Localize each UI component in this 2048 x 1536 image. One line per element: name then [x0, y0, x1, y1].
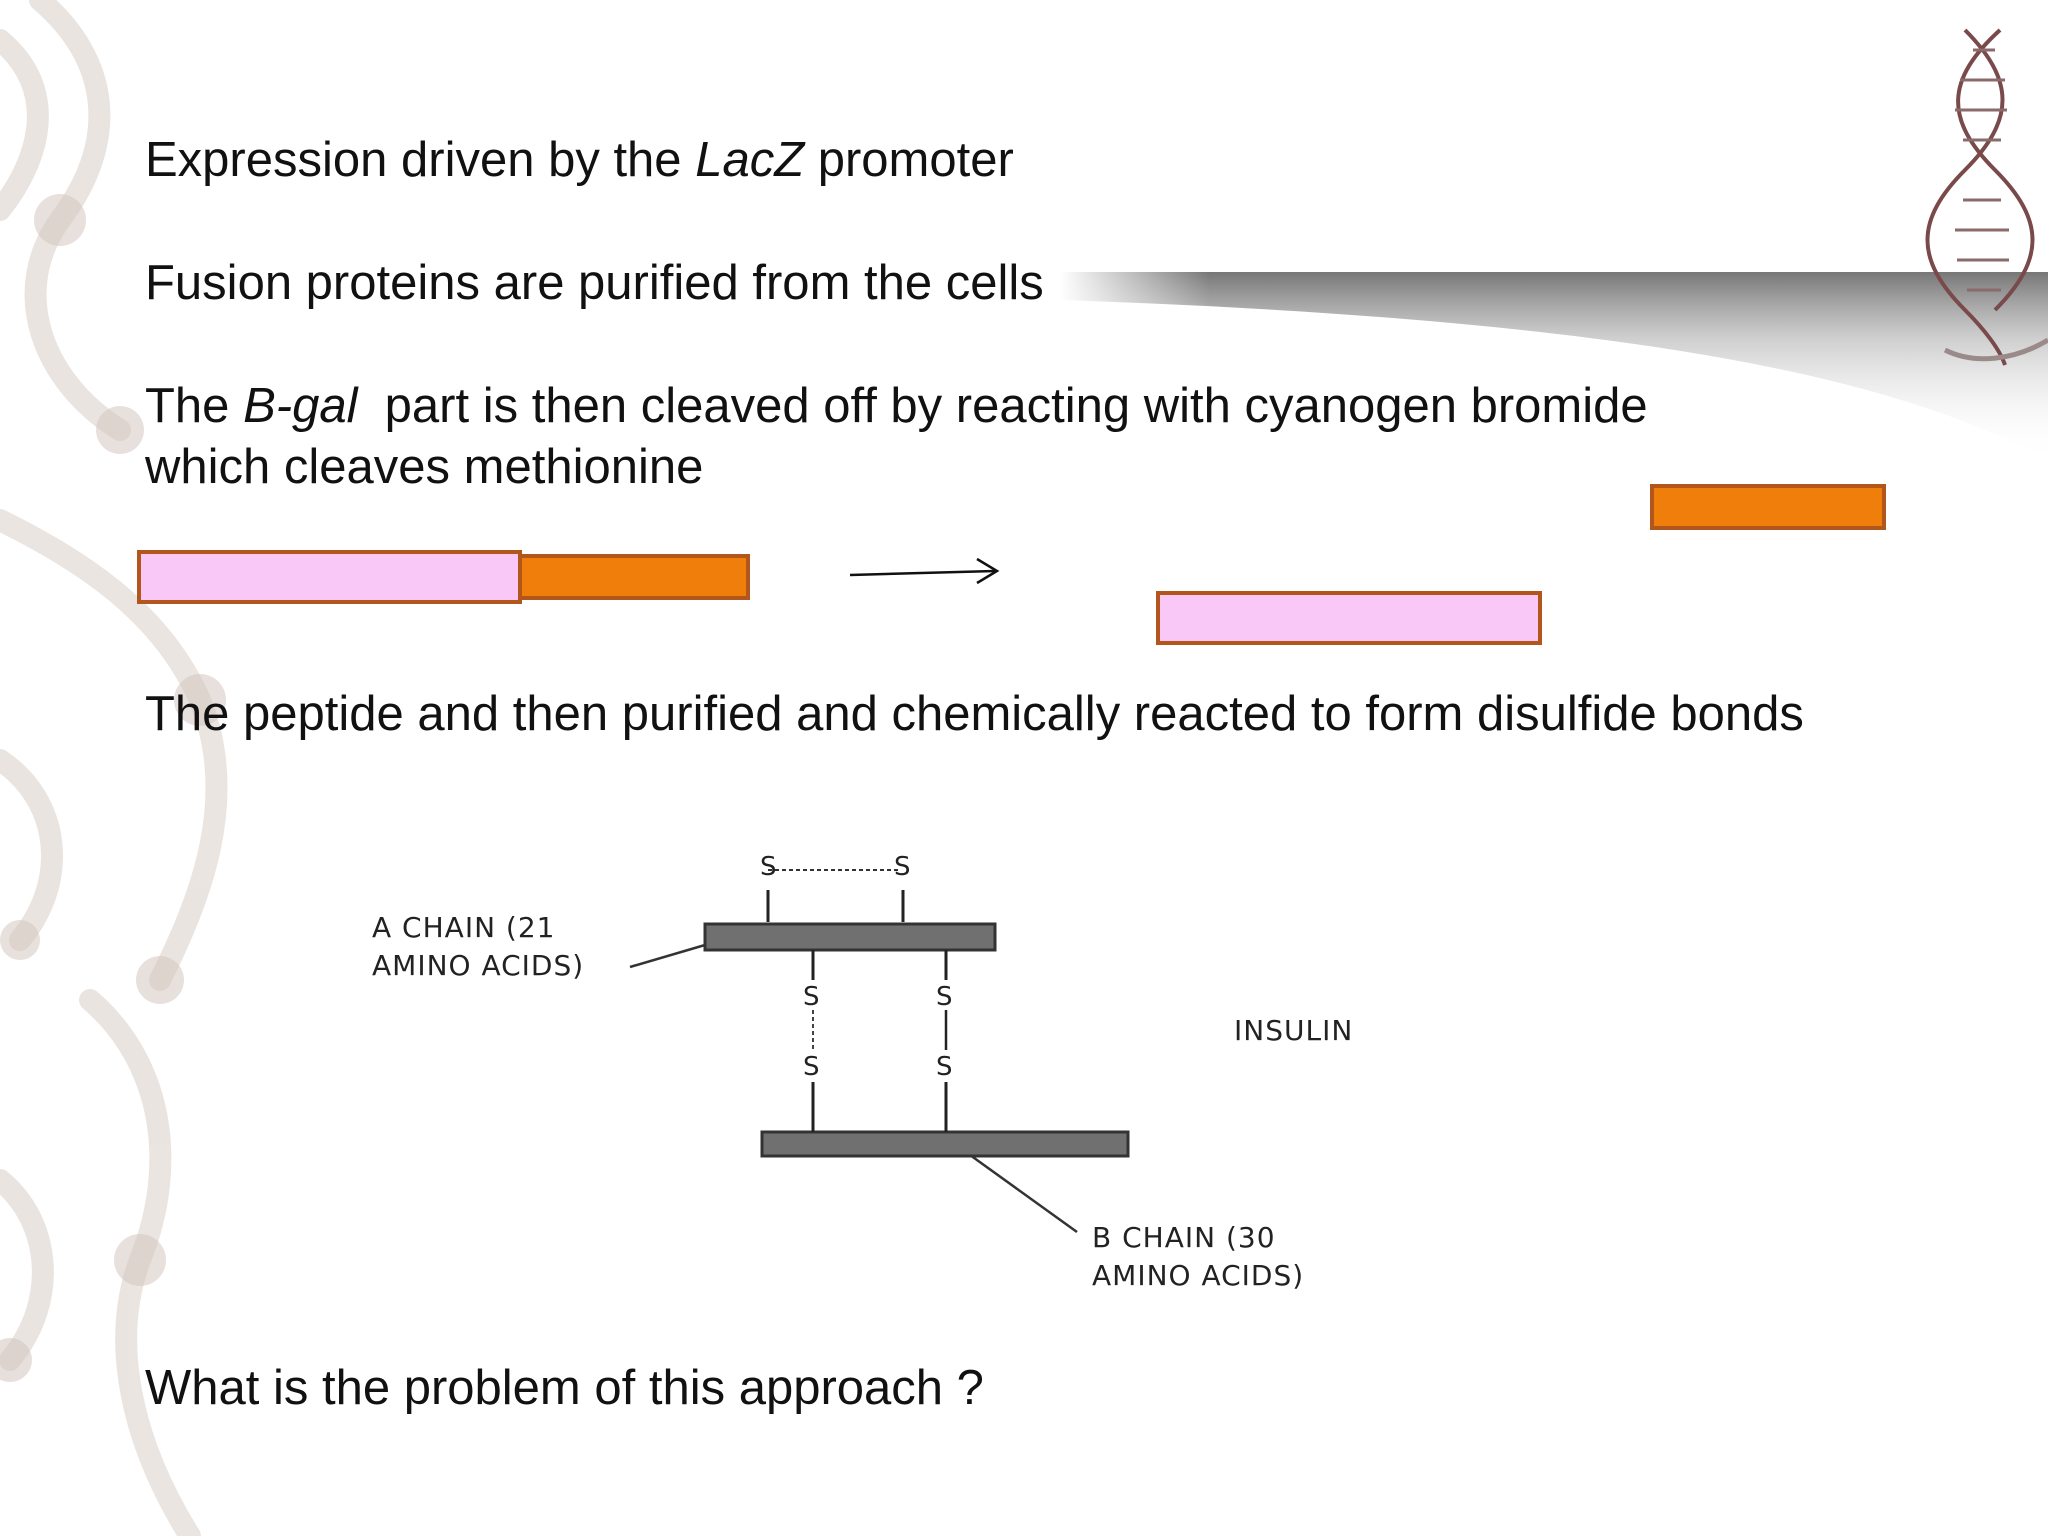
expression-text: Expression driven by the LacZ promoter: [145, 133, 1014, 187]
methionine-text: which cleaves methionine: [145, 440, 704, 494]
b-chain-label: B CHAIN (30 AMINO ACIDS): [1092, 1219, 1304, 1295]
dna-helix-icon: [1925, 28, 2048, 366]
sulfur-label-right-lower: S: [936, 1052, 953, 1082]
sulfur-label-left-upper: S: [803, 982, 820, 1012]
b-chain-label-line2: AMINO ACIDS): [1092, 1259, 1305, 1292]
reaction-arrow-icon: [849, 557, 1000, 585]
disulfide-text: The peptide and then purified and chemic…: [145, 687, 1804, 741]
b-chain-bar: [760, 1130, 1130, 1158]
bgal-cleavage-text: The B-gal part is then cleaved off by re…: [145, 379, 1648, 433]
cleaved-peptide-bar: [1650, 484, 1886, 530]
fusion-peptide-bar: [515, 554, 750, 600]
a-chain-label: A CHAIN (21 AMINO ACIDS): [372, 909, 584, 985]
a-chain-label-line1: A CHAIN (21: [372, 911, 556, 944]
cleaved-bgal-bar: [1156, 591, 1542, 645]
fusion-proteins-text: Fusion proteins are purified from the ce…: [145, 256, 1044, 310]
insulin-label: INSULIN: [1234, 1014, 1354, 1047]
b-chain-label-line1: B CHAIN (30: [1092, 1221, 1276, 1254]
a-chain-bar: [703, 922, 997, 952]
molecule-background-graphic: [0, 0, 228, 1536]
problem-question-text: What is the problem of this approach ?: [145, 1361, 984, 1415]
b-chain-leader-line: [969, 1153, 1078, 1234]
sulfur-label-top-right: S: [894, 852, 911, 882]
insulin-diagram-graphic: [703, 869, 1130, 1158]
a-chain-label-line2: AMINO ACIDS): [372, 949, 585, 982]
sulfur-label-top-left: S: [760, 852, 777, 882]
fusion-bgal-bar: [137, 550, 522, 604]
sulfur-label-right-upper: S: [936, 982, 953, 1012]
sulfur-label-left-lower: S: [803, 1052, 820, 1082]
a-chain-leader-line: [629, 943, 706, 969]
